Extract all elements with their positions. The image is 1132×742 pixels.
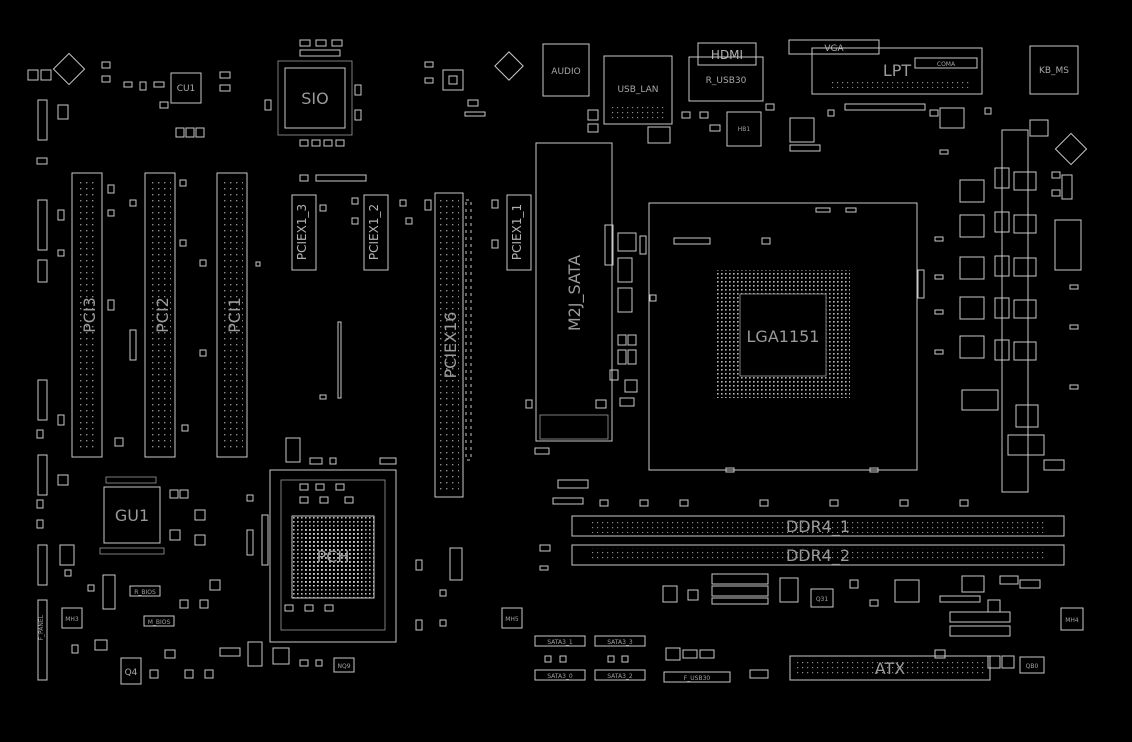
bottom-right-components: MH5 MH4 Q31 bbox=[501, 573, 1084, 659]
audio-label: AUDIO bbox=[551, 67, 580, 77]
hdmi-connector: HDMI bbox=[697, 42, 757, 66]
nq9-chip: NQ9 bbox=[299, 657, 355, 673]
q4-label: Q4 bbox=[125, 668, 138, 678]
q31-label: Q31 bbox=[816, 596, 829, 603]
pciex16-label: PCIEX16 bbox=[441, 312, 460, 379]
usb-lan-label: USB_LAN bbox=[617, 85, 658, 95]
atx-label: ATX bbox=[875, 659, 905, 678]
lpt-label: LPT bbox=[883, 61, 912, 80]
ddr4-2-slot: DDR4_2 bbox=[571, 544, 1065, 566]
mh4-label: MH4 bbox=[1065, 617, 1079, 624]
pciex1-1-slot: PCIEX1_1 bbox=[506, 194, 532, 271]
hdmi-label: HDMI bbox=[711, 48, 743, 62]
pciex1-area-components bbox=[255, 174, 499, 400]
gu1-label: GU1 bbox=[115, 506, 149, 525]
pci2-label: PCI2 bbox=[153, 297, 172, 333]
lpt-connector: LPT COMA bbox=[811, 47, 983, 95]
vga-label: VGA bbox=[824, 44, 844, 54]
usb-lan-connector: USB_LAN bbox=[603, 55, 673, 125]
pci1-slot: PCI1 bbox=[216, 172, 248, 458]
pch-label: PCH bbox=[317, 547, 350, 566]
m2j-sata-label: M2J_SATA bbox=[565, 255, 585, 331]
pch-chip: PCH bbox=[246, 437, 463, 643]
rear-io-small-components: HB1 bbox=[587, 103, 1088, 166]
sata3-0-label: SATA3_0 bbox=[547, 673, 573, 680]
m-bios-label: M_BIOS bbox=[148, 619, 171, 626]
nq9-label: NQ9 bbox=[337, 663, 350, 670]
bios-area: R_BIOS M_BIOS MH3 Q4 bbox=[59, 544, 290, 685]
r-usb30-label: R_USB30 bbox=[706, 76, 747, 86]
pci3-slot: PCI3 bbox=[71, 172, 103, 458]
kb-ms-label: KB_MS bbox=[1039, 66, 1069, 76]
sio-chip: SIO bbox=[264, 39, 362, 147]
mh5-label: MH5 bbox=[505, 616, 519, 623]
vga-connector: VGA bbox=[788, 39, 880, 55]
ddr4-1-label: DDR4_1 bbox=[786, 517, 850, 537]
sata3-1-label: SATA3_1 bbox=[547, 639, 573, 646]
sata-connectors: SATA3_1 SATA3_3 SATA3_0 SATA3_2 bbox=[534, 635, 646, 681]
ddr4-1-slot: DDR4_1 bbox=[571, 515, 1065, 537]
sata3-3-label: SATA3_3 bbox=[607, 639, 633, 646]
r-bios-label: R_BIOS bbox=[134, 589, 156, 596]
cpu-left-components bbox=[604, 224, 771, 407]
pciex16-slot: PCIEX16 bbox=[434, 192, 472, 498]
mh3-label: MH3 bbox=[65, 616, 79, 623]
coma-label: COMA bbox=[937, 61, 956, 68]
hb1-label: HB1 bbox=[738, 126, 751, 133]
qb0-label: QB0 bbox=[1026, 663, 1039, 670]
vrm-area bbox=[929, 109, 1082, 493]
lga1151-label: LGA1151 bbox=[747, 327, 820, 346]
sio-label: SIO bbox=[301, 89, 328, 108]
between-pci-components bbox=[107, 179, 207, 447]
lga1151-socket: LGA1151 bbox=[648, 202, 925, 473]
pci1-label: PCI1 bbox=[225, 297, 244, 333]
atx-connector: ATX QB0 bbox=[789, 655, 1045, 681]
audio-connector: AUDIO bbox=[494, 43, 590, 97]
pci3-label: PCI3 bbox=[80, 297, 99, 333]
r-usb30-connector: R_USB30 bbox=[688, 56, 764, 102]
sata3-2-label: SATA3_2 bbox=[607, 673, 633, 680]
f-panel-label: F_PANEL bbox=[38, 614, 45, 640]
pciex1-2-label: PCIEX1_2 bbox=[367, 204, 381, 260]
top-left-components bbox=[27, 52, 165, 165]
right-of-sio-components bbox=[424, 61, 486, 117]
cu1-label: CU1 bbox=[177, 84, 196, 94]
cu1-chip: CU1 bbox=[159, 71, 231, 138]
ddr4-2-label: DDR4_2 bbox=[786, 546, 850, 566]
pci2-slot: PCI2 bbox=[144, 172, 176, 458]
pciex1-3-label: PCIEX1_3 bbox=[295, 204, 309, 260]
pciex1-1-label: PCIEX1_1 bbox=[510, 204, 524, 260]
pciex1-2-slot: PCIEX1_2 bbox=[363, 194, 389, 271]
f-usb30-connector: F_USB30 bbox=[663, 647, 769, 683]
gu1-chip: GU1 bbox=[99, 476, 206, 555]
f-usb30-label: F_USB30 bbox=[684, 675, 711, 682]
ddr4-area-components bbox=[539, 479, 969, 571]
left-edge-pads: F_PANEL bbox=[36, 199, 69, 681]
kb-ms-connector: KB_MS bbox=[1029, 45, 1079, 95]
m2j-sata-slot: M2J_SATA bbox=[525, 142, 613, 455]
pciex1-3-slot: PCIEX1_3 bbox=[291, 194, 317, 271]
